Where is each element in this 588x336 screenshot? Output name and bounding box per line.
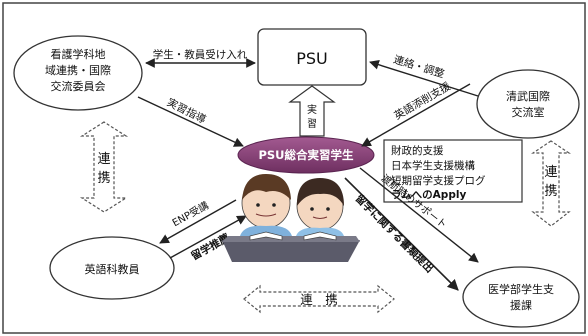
nursing-committee-line-1: 看護学科地 [51,47,106,61]
medical-section-line-2: 援課 [510,298,532,312]
english-correction-label: 英語添削支援 [392,79,453,122]
training-guidance-arrow: 実習指導 [137,96,244,147]
trainee-banner: PSU総合実習学生 [237,136,375,174]
cooperation-bottom-label: 連 携 [300,292,338,307]
students-illustration [222,174,360,262]
support-box: 財政的支援 日本学生支援機構 短期留学支援プログ ラムへのApply [383,139,523,203]
practicum-arrow: 実 習 [288,85,336,137]
accept-students-arrow: 学生・教員受け入れ [145,48,256,68]
nursing-committee-node: 看護学科地 域連携・国際 交流委員会 [13,35,143,111]
cooperation-left-char-2: 携 [97,170,110,186]
english-faculty-label: 英語科教員 [85,262,140,276]
accept-students-label: 学生・教員受け入れ [153,48,248,61]
nursing-committee-line-3: 交流委員会 [51,79,106,93]
psu-label: PSU [296,49,328,68]
enp-course-label: ENP受講 [170,199,211,230]
trainee-banner-label: PSU総合実習学生 [258,148,354,162]
seibu-office-node: 清武国際 交流室 [476,69,580,139]
support-line-1: 財政的支援 [391,144,444,157]
support-line-3: 短期留学支援プログ [391,174,486,187]
contact-adjust-label: 連絡・調整 [392,53,446,81]
english-correction-arrow: 英語添削支援 [361,79,471,147]
practicum-char-2: 習 [307,118,317,130]
cooperation-left-arrow: 連 携 [79,121,129,213]
practicum-char-1: 実 [307,103,317,116]
cooperation-right-char-2: 携 [544,183,557,199]
cooperation-bottom-arrow: 連 携 [243,284,395,314]
medical-section-line-1: 医学部学生支 [488,282,554,296]
english-faculty-node: 英語科教員 [49,236,175,300]
support-line-4: ラムへのApply [391,189,466,201]
cooperation-right-arrow: 連 携 [531,140,571,227]
support-line-2: 日本学生支援機構 [391,159,475,172]
nursing-committee-line-2: 域連携・国際 [45,63,111,77]
training-guidance-label: 実習指導 [165,96,209,127]
seibu-office-line-2: 交流室 [512,105,545,119]
cooperation-left-char-1: 連 [97,152,110,167]
psu-node: PSU [257,28,367,86]
medical-student-section-node: 医学部学生支 援課 [462,266,580,328]
cooperation-right-char-1: 連 [544,165,557,180]
seibu-office-line-1: 清武国際 [506,90,550,103]
